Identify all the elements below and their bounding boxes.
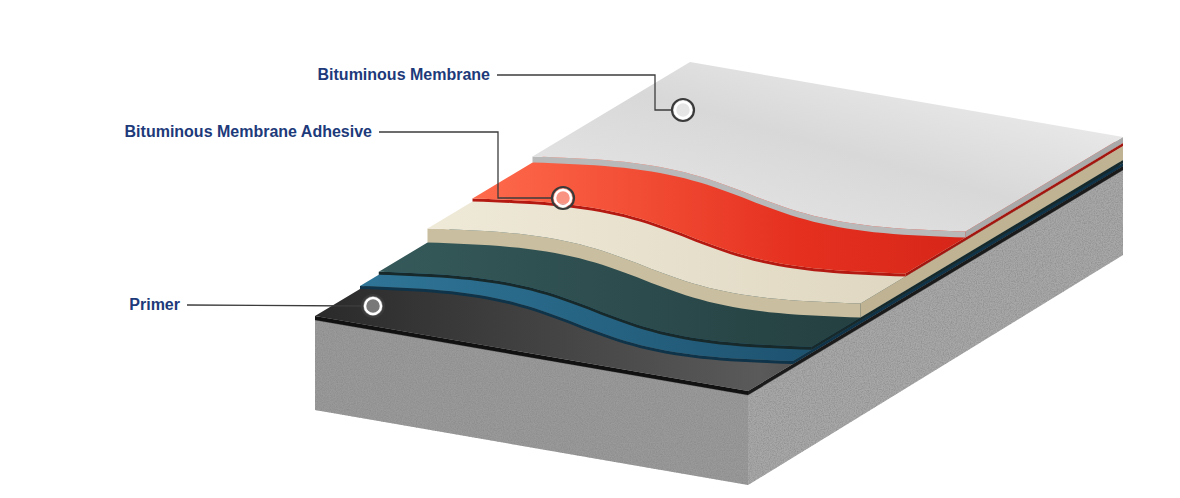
layer-top (533, 62, 1124, 232)
callout-marker-ring (675, 102, 691, 118)
leader-line (379, 132, 552, 198)
part-label: Bituminous Membrane (318, 65, 490, 85)
part-label: Bituminous Membrane Adhesive (125, 122, 372, 142)
callout-marker-ring (365, 298, 381, 314)
leader-line (187, 305, 362, 306)
callout-marker (552, 187, 574, 209)
part-label: Primer (129, 295, 180, 315)
callout-marker (362, 295, 384, 317)
callout-marker (672, 99, 694, 121)
membrane-layers (315, 62, 1123, 395)
leader-line (497, 75, 672, 110)
leader-lines (187, 75, 694, 317)
callout-marker-ring (555, 190, 571, 206)
